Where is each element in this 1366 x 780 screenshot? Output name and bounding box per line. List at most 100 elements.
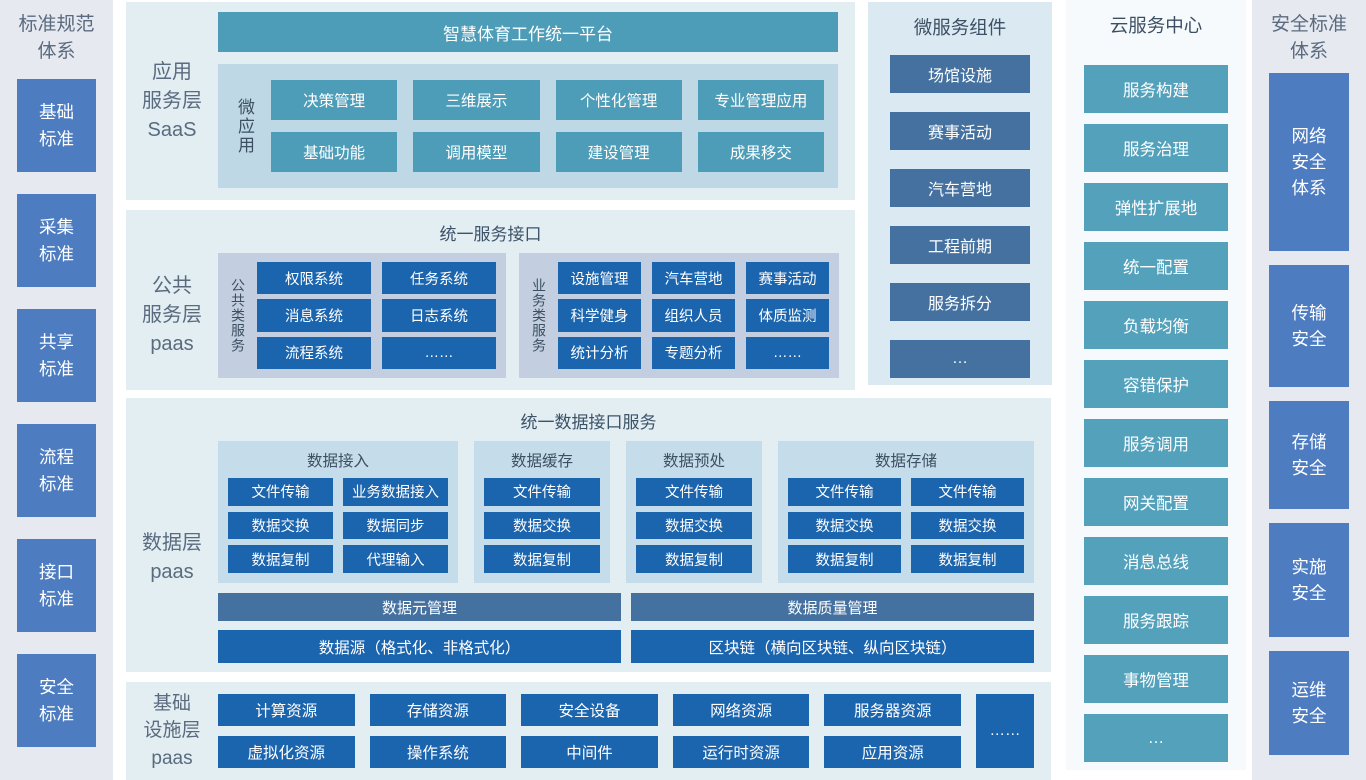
infra-box: 中间件 [521, 736, 658, 768]
data-box: 代理输入 [343, 545, 448, 573]
business-services-group: 业务类服务 设施管理 汽车营地 赛事活动 科学健身 组织人员 体质监测 统计分析… [519, 253, 839, 378]
standards-item: 共享 标准 [17, 309, 96, 403]
app-box: 基础功能 [271, 132, 398, 172]
infra-box: 服务器资源 [824, 694, 961, 726]
cloud-center-title: 云服务中心 [1109, 15, 1203, 36]
data-box: 数据复制 [788, 545, 901, 573]
data-group-storage: 数据存储 文件传输 文件传输 数据交换 数据交换 数据复制 数据复制 [778, 441, 1034, 583]
data-box: 数据交换 [911, 511, 1024, 540]
data-box: 数据交换 [484, 511, 600, 540]
microservice-box: 汽车营地 [890, 169, 1030, 207]
data-layer-label: 数据层 paas [142, 532, 202, 583]
cloud-box: 统一配置 [1084, 242, 1228, 290]
infra-box: 运行时资源 [672, 736, 810, 768]
microservice-box: 场馆设施 [890, 55, 1030, 93]
infra-box: 虚拟化资源 [218, 736, 355, 768]
data-box: 文件传输 [788, 478, 901, 506]
saas-content: 智慧体育工作统一平台 微应用 决策管理 三维展示 个性化管理 专业管理应用 基础… [218, 2, 855, 200]
security-item: 网络 安全 体系 [1269, 73, 1349, 252]
cloud-center-panel: 云服务中心 服务构建 服务治理 弹性扩展地 统一配置 负载均衡 容错保护 服务调… [1066, 0, 1246, 770]
data-box: 数据复制 [228, 545, 333, 573]
data-box: 业务数据接入 [343, 478, 448, 506]
app-box: 决策管理 [271, 80, 398, 120]
app-box: 调用模型 [413, 132, 540, 172]
service-box: 设施管理 [558, 262, 641, 295]
data-quality-management-box: 数据质量管理 [631, 593, 1034, 621]
standards-item: 采集 标准 [17, 194, 96, 288]
service-box: 流程系统 [257, 336, 371, 369]
service-box: 任务系统 [382, 262, 496, 295]
standards-item: 安全 标准 [17, 654, 96, 748]
data-interface-title: 统一数据接口服务 [520, 413, 657, 432]
data-box: 数据复制 [911, 545, 1024, 573]
service-box: 统计分析 [558, 336, 641, 369]
microservice-box: 服务拆分 [890, 283, 1030, 321]
service-box: …… [746, 336, 829, 369]
cloud-box: 消息总线 [1084, 537, 1228, 585]
service-box: 组织人员 [652, 299, 735, 332]
data-box: 文件传输 [636, 478, 752, 506]
security-standards-panel: 安全标准 体系 网络 安全 体系 传输 安全 存储 安全 实施 安全 运维 安全 [1252, 0, 1366, 780]
cloud-box: 弹性扩展地 [1084, 183, 1228, 231]
cloud-box: 服务跟踪 [1084, 596, 1228, 644]
security-item: 传输 安全 [1269, 265, 1349, 388]
business-services-label: 业务类服务 [531, 278, 547, 353]
data-box: 数据复制 [636, 545, 752, 573]
security-standards-title: 安全标准 体系 [1270, 14, 1347, 62]
standards-list: 基础 标准 采集 标准 共享 标准 流程 标准 接口 标准 安全 标准 [0, 65, 113, 748]
infra-box: 应用资源 [824, 736, 961, 768]
security-item: 存储 安全 [1269, 401, 1349, 510]
data-box: 数据交换 [636, 511, 752, 540]
app-box: 专业管理应用 [697, 80, 824, 120]
microapp-label: 微应用 [235, 97, 254, 155]
blockchain-box: 区块链（横向区块链、纵向区块链） [631, 630, 1034, 663]
microservices-panel: 微服务组件 场馆设施 赛事活动 汽车营地 工程前期 服务拆分 … [868, 2, 1052, 385]
service-box: …… [382, 336, 496, 369]
standards-panel: 标准规范 体系 基础 标准 采集 标准 共享 标准 流程 标准 接口 标准 安全… [0, 0, 113, 780]
data-group-title: 数据预处 [662, 453, 725, 470]
security-item: 运维 安全 [1269, 651, 1349, 756]
microservice-box: 工程前期 [890, 226, 1030, 264]
infra-box: 存储资源 [369, 694, 507, 726]
service-box: 权限系统 [257, 262, 371, 295]
public-layer-label: 公共 服务层 paas [142, 275, 202, 355]
infra-grid: 计算资源 存储资源 安全设备 网络资源 服务器资源 …… 虚拟化资源 操作系统 … [218, 694, 1034, 768]
cloud-box: 服务治理 [1084, 124, 1228, 172]
data-meta-management-box: 数据元管理 [218, 593, 621, 621]
data-box: 数据复制 [484, 545, 600, 573]
microapp-grid: 决策管理 三维展示 个性化管理 专业管理应用 基础功能 调用模型 建设管理 成果… [271, 80, 824, 172]
data-box: 文件传输 [484, 478, 600, 506]
service-interface-title: 统一服务接口 [439, 225, 542, 244]
service-box: 科学健身 [558, 299, 641, 332]
common-services-group: 公共类服务 权限系统 任务系统 消息系统 日志系统 流程系统 …… [218, 253, 506, 378]
public-service-panel: 统一服务接口 公共 服务层 paas 公共类服务 权限系统 任务系统 消息系统 … [126, 210, 855, 390]
data-group-title: 数据缓存 [510, 453, 573, 470]
service-box: 日志系统 [382, 299, 496, 332]
public-service-body: 公共 服务层 paas 公共类服务 权限系统 任务系统 消息系统 日志系统 流程… [126, 253, 855, 390]
infrastructure-panel: 基础 设施层 paas 计算资源 存储资源 安全设备 网络资源 服务器资源 ……… [126, 682, 1051, 780]
data-group-access: 数据接入 文件传输 业务数据接入 数据交换 数据同步 数据复制 代理输入 [218, 441, 458, 583]
cloud-box: 负载均衡 [1084, 301, 1228, 349]
data-box: 文件传输 [228, 478, 333, 506]
data-box: 文件传输 [911, 478, 1024, 506]
saas-layer-panel: 应用 服务层 SaaS 智慧体育工作统一平台 微应用 决策管理 三维展示 个性化… [126, 2, 855, 200]
data-box: 数据交换 [788, 511, 901, 540]
saas-layer-label: 应用 服务层 SaaS [142, 60, 202, 141]
cloud-box: 服务构建 [1084, 65, 1228, 113]
service-box: 赛事活动 [746, 262, 829, 295]
standards-item: 接口 标准 [17, 539, 96, 633]
standards-item: 流程 标准 [17, 424, 96, 518]
data-group-title: 数据存储 [874, 453, 937, 470]
app-box: 成果移交 [697, 132, 824, 172]
infra-layer-label: 基础 设施层 paas [143, 692, 201, 769]
cloud-box: … [1084, 714, 1228, 762]
data-box: 数据同步 [343, 511, 448, 540]
platform-header: 智慧体育工作统一平台 [218, 12, 838, 52]
data-layer-panel: 统一数据接口服务 数据层 paas 数据接入 文件传输 业务数据接入 数据交换 … [126, 398, 1051, 672]
data-group-title: 数据接入 [306, 453, 369, 470]
app-box: 三维展示 [413, 80, 540, 120]
infra-box: 网络资源 [672, 694, 810, 726]
microapp-container: 微应用 决策管理 三维展示 个性化管理 专业管理应用 基础功能 调用模型 建设管… [218, 64, 838, 188]
infra-more-box: …… [976, 694, 1034, 768]
